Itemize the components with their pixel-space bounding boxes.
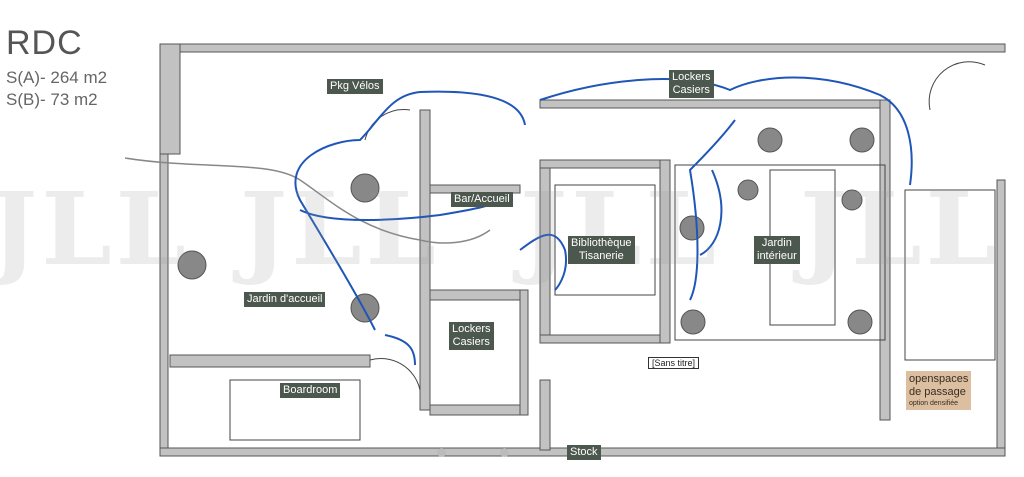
carousel-dot-2[interactable]: [500, 448, 509, 457]
jardin-interieur-line2: intérieur: [757, 250, 797, 262]
openspaces-note: option densifiée: [909, 400, 959, 407]
room-label-openspaces: openspaces de passage option densifiée: [906, 371, 972, 410]
bibliotheque-line1: Bibliothèque: [571, 237, 632, 249]
room-label-sans-titre: [Sans titre]: [648, 357, 700, 369]
room-label-jardin-interieur: Jardin intérieur: [754, 236, 800, 264]
room-label-lockers-top: Lockers Casiers: [669, 70, 714, 98]
room-label-pkg-velos: Pkg Vélos: [327, 79, 383, 94]
trees: [177, 127, 875, 335]
room-label-jardin-accueil: Jardin d'accueil: [244, 292, 326, 307]
room-label-bibliotheque: Bibliothèque Tisanerie: [568, 236, 635, 264]
jardin-interieur-line1: Jardin: [761, 237, 792, 249]
watermark-1: JLL: [0, 170, 190, 288]
external-path: [124, 157, 491, 244]
bibliotheque-line2: Tisanerie: [578, 250, 624, 262]
room-label-lockers-mid: Lockers Casiers: [449, 322, 494, 350]
lockers-top-line1: Lockers: [672, 71, 711, 83]
watermark-4: JLL: [800, 170, 1000, 288]
lockers-mid-line1: Lockers: [452, 323, 491, 335]
deck: [674, 164, 886, 341]
room-label-boardroom: Boardroom: [280, 383, 341, 398]
lockers-mid-line2: Casiers: [452, 336, 490, 348]
area-a: S(A)- 264 m2: [6, 68, 108, 87]
floor-title: RDC: [6, 24, 83, 62]
carousel-dot-1[interactable]: [437, 448, 446, 457]
watermark-2: JLL: [240, 170, 440, 288]
area-b: S(B)- 73 m2: [6, 90, 98, 109]
room-label-bar-accueil: Bar/Accueil: [451, 192, 513, 207]
openspaces-line2: de passage: [909, 386, 966, 398]
openspaces-line1: openspaces: [909, 373, 969, 385]
watermark-3: JLL: [520, 170, 720, 288]
room-label-stock: Stock: [567, 445, 601, 460]
lockers-top-line2: Casiers: [672, 84, 710, 96]
